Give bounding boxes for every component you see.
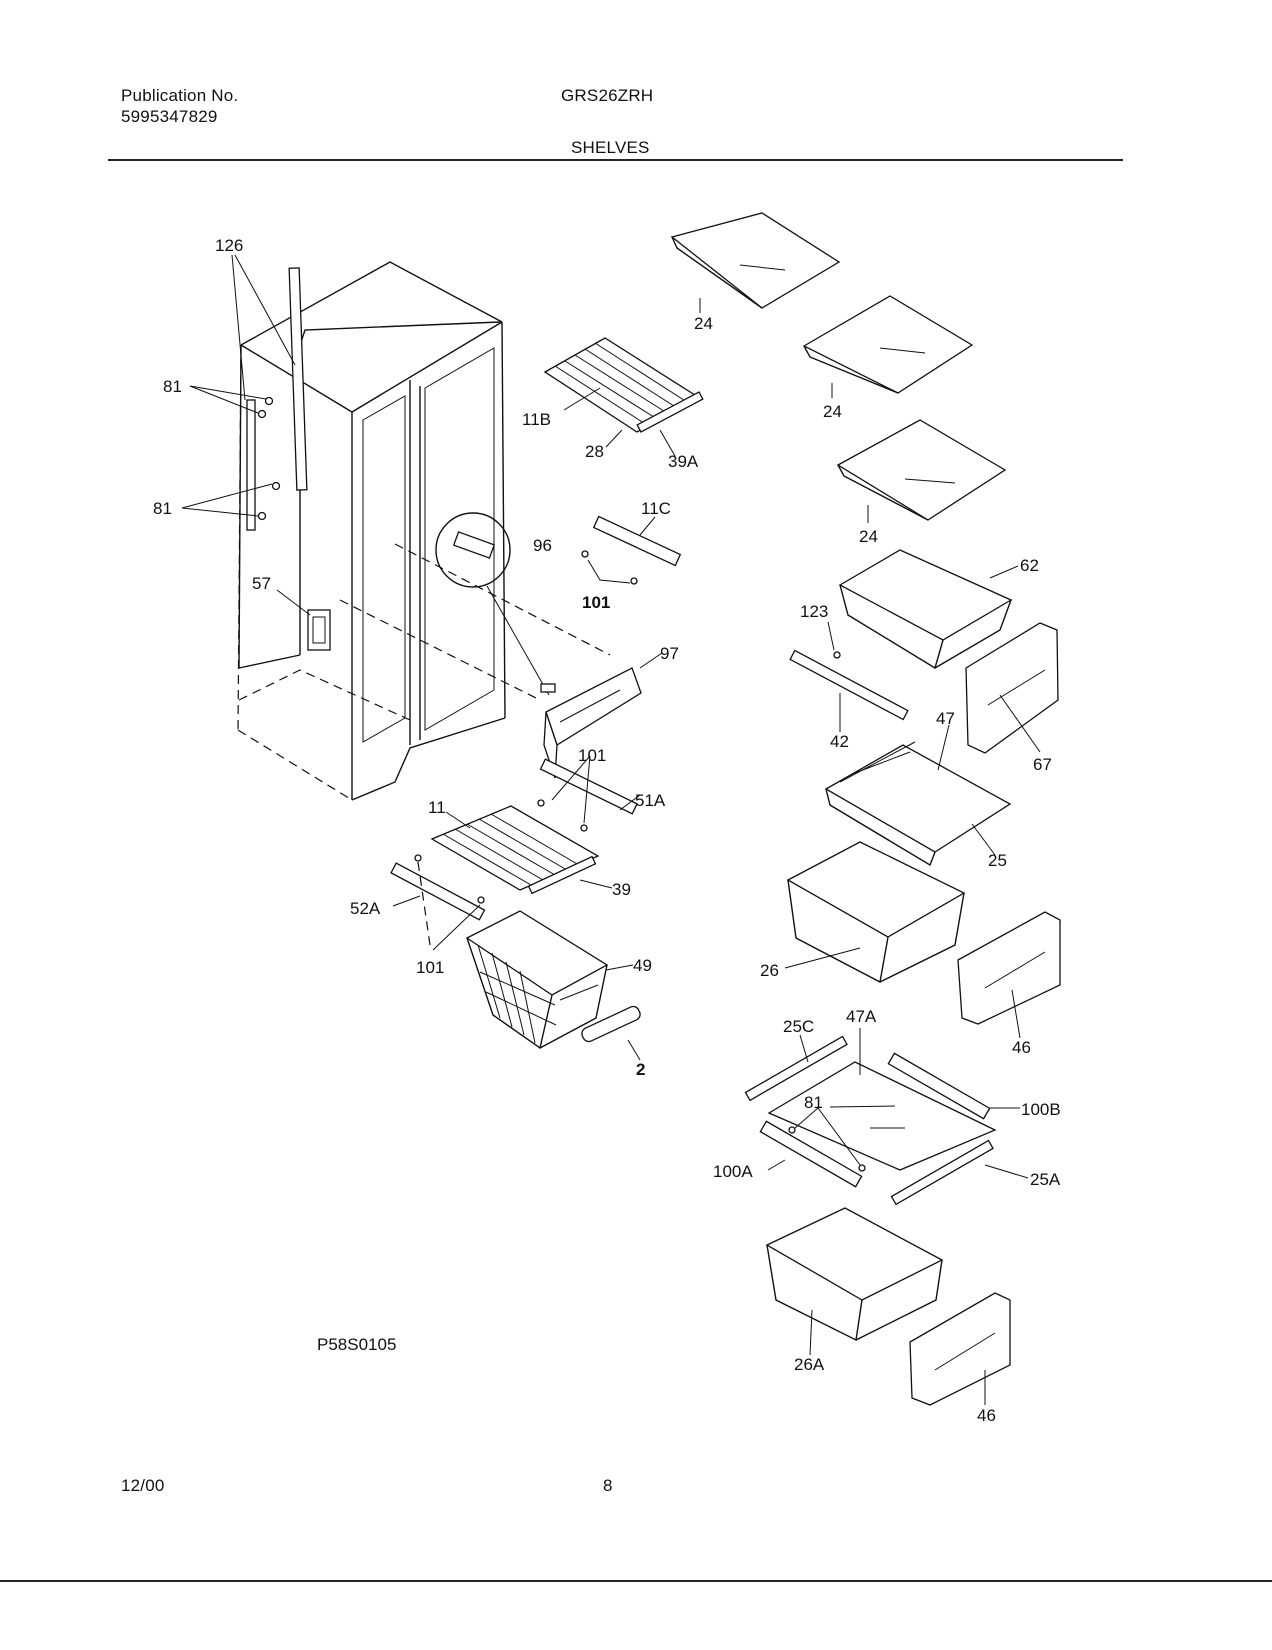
bracket-52A — [390, 854, 486, 946]
callout-25: 25 — [988, 851, 1007, 870]
wire-basket-49 — [465, 910, 609, 1050]
crisper-cover-47 — [824, 741, 1012, 867]
callout-52A: 52A — [350, 899, 381, 918]
callout-81: 81 — [163, 377, 182, 396]
bracket-11C — [581, 515, 682, 585]
publication-number: 5995347829 — [121, 107, 218, 126]
callout-26: 26 — [760, 961, 779, 980]
callout-46: 46 — [1012, 1038, 1031, 1057]
footer-date: 12/00 — [121, 1476, 165, 1495]
door-bin-46-lower — [909, 1292, 1011, 1406]
callout-25A: 25A — [1030, 1170, 1061, 1189]
callout-81: 81 — [153, 499, 172, 518]
callout-11: 11 — [428, 798, 446, 817]
rail-42 — [789, 649, 909, 721]
callout-67: 67 — [1033, 755, 1052, 774]
callout-49: 49 — [633, 956, 652, 975]
footer-rule — [0, 1580, 1272, 1582]
callout-24: 24 — [859, 527, 878, 546]
callout-51A: 51A — [635, 791, 666, 810]
crisper-cover-47A — [744, 1035, 997, 1206]
handle-2 — [581, 1005, 641, 1043]
callout-100B: 100B — [1021, 1100, 1061, 1119]
door-bin-46-upper — [957, 911, 1061, 1025]
detail-magnifier — [339, 512, 611, 701]
header-rule — [108, 159, 1123, 161]
drawer-cover-97 — [540, 667, 642, 779]
leader-lines-left — [181, 254, 311, 616]
callout-62: 62 — [1020, 556, 1039, 575]
callout-42: 42 — [830, 732, 849, 751]
glass-shelf-24-top — [670, 212, 841, 309]
callout-97: 97 — [660, 644, 679, 663]
callout-2: 2 — [636, 1060, 645, 1079]
section-title: SHELVES — [571, 138, 650, 157]
diagram-code: P58S0105 — [317, 1335, 396, 1354]
wire-shelf-11 — [430, 805, 600, 895]
callout-101: 101 — [578, 746, 606, 765]
wire-shelf-11B — [543, 337, 704, 433]
callout-39A: 39A — [668, 452, 699, 471]
callout-24: 24 — [823, 402, 842, 421]
crisper-drawer-26 — [786, 841, 966, 984]
door-bin-67 — [965, 622, 1059, 754]
callout-39: 39 — [612, 880, 631, 899]
bracket-51A — [537, 758, 638, 832]
glass-shelf-24-bottom — [836, 419, 1007, 521]
callout-46: 46 — [977, 1406, 996, 1425]
bin-62 — [838, 549, 1013, 670]
screws-81 — [257, 396, 281, 521]
page-number: 8 — [603, 1476, 613, 1495]
model-number: GRS26ZRH — [561, 86, 654, 105]
callout-101: 101 — [582, 593, 610, 612]
crisper-drawer-26A — [765, 1207, 944, 1342]
callout-126: 126 — [215, 236, 243, 255]
callout-47A: 47A — [846, 1007, 877, 1026]
callout-labels: 126 81 81 57 24 24 24 11B 28 39A 11C 96 … — [153, 236, 1061, 1425]
callout-24: 24 — [694, 314, 713, 333]
publication-label: Publication No. — [121, 86, 239, 105]
leader-lines-right — [392, 298, 1041, 1405]
glass-shelf-24-middle — [802, 295, 974, 394]
callout-81: 81 — [804, 1093, 823, 1112]
callout-101: 101 — [416, 958, 444, 977]
callout-28: 28 — [585, 442, 604, 461]
callout-11C: 11C — [641, 499, 671, 518]
refrigerator-cabinet — [237, 261, 506, 801]
callout-57: 57 — [252, 574, 271, 593]
callout-25C: 25C — [783, 1017, 814, 1036]
callout-26A: 26A — [794, 1355, 825, 1374]
callout-11B: 11B — [522, 410, 551, 429]
callout-123: 123 — [800, 602, 828, 621]
callout-96: 96 — [533, 536, 552, 555]
callout-100A: 100A — [713, 1162, 753, 1181]
callout-47: 47 — [936, 709, 955, 728]
